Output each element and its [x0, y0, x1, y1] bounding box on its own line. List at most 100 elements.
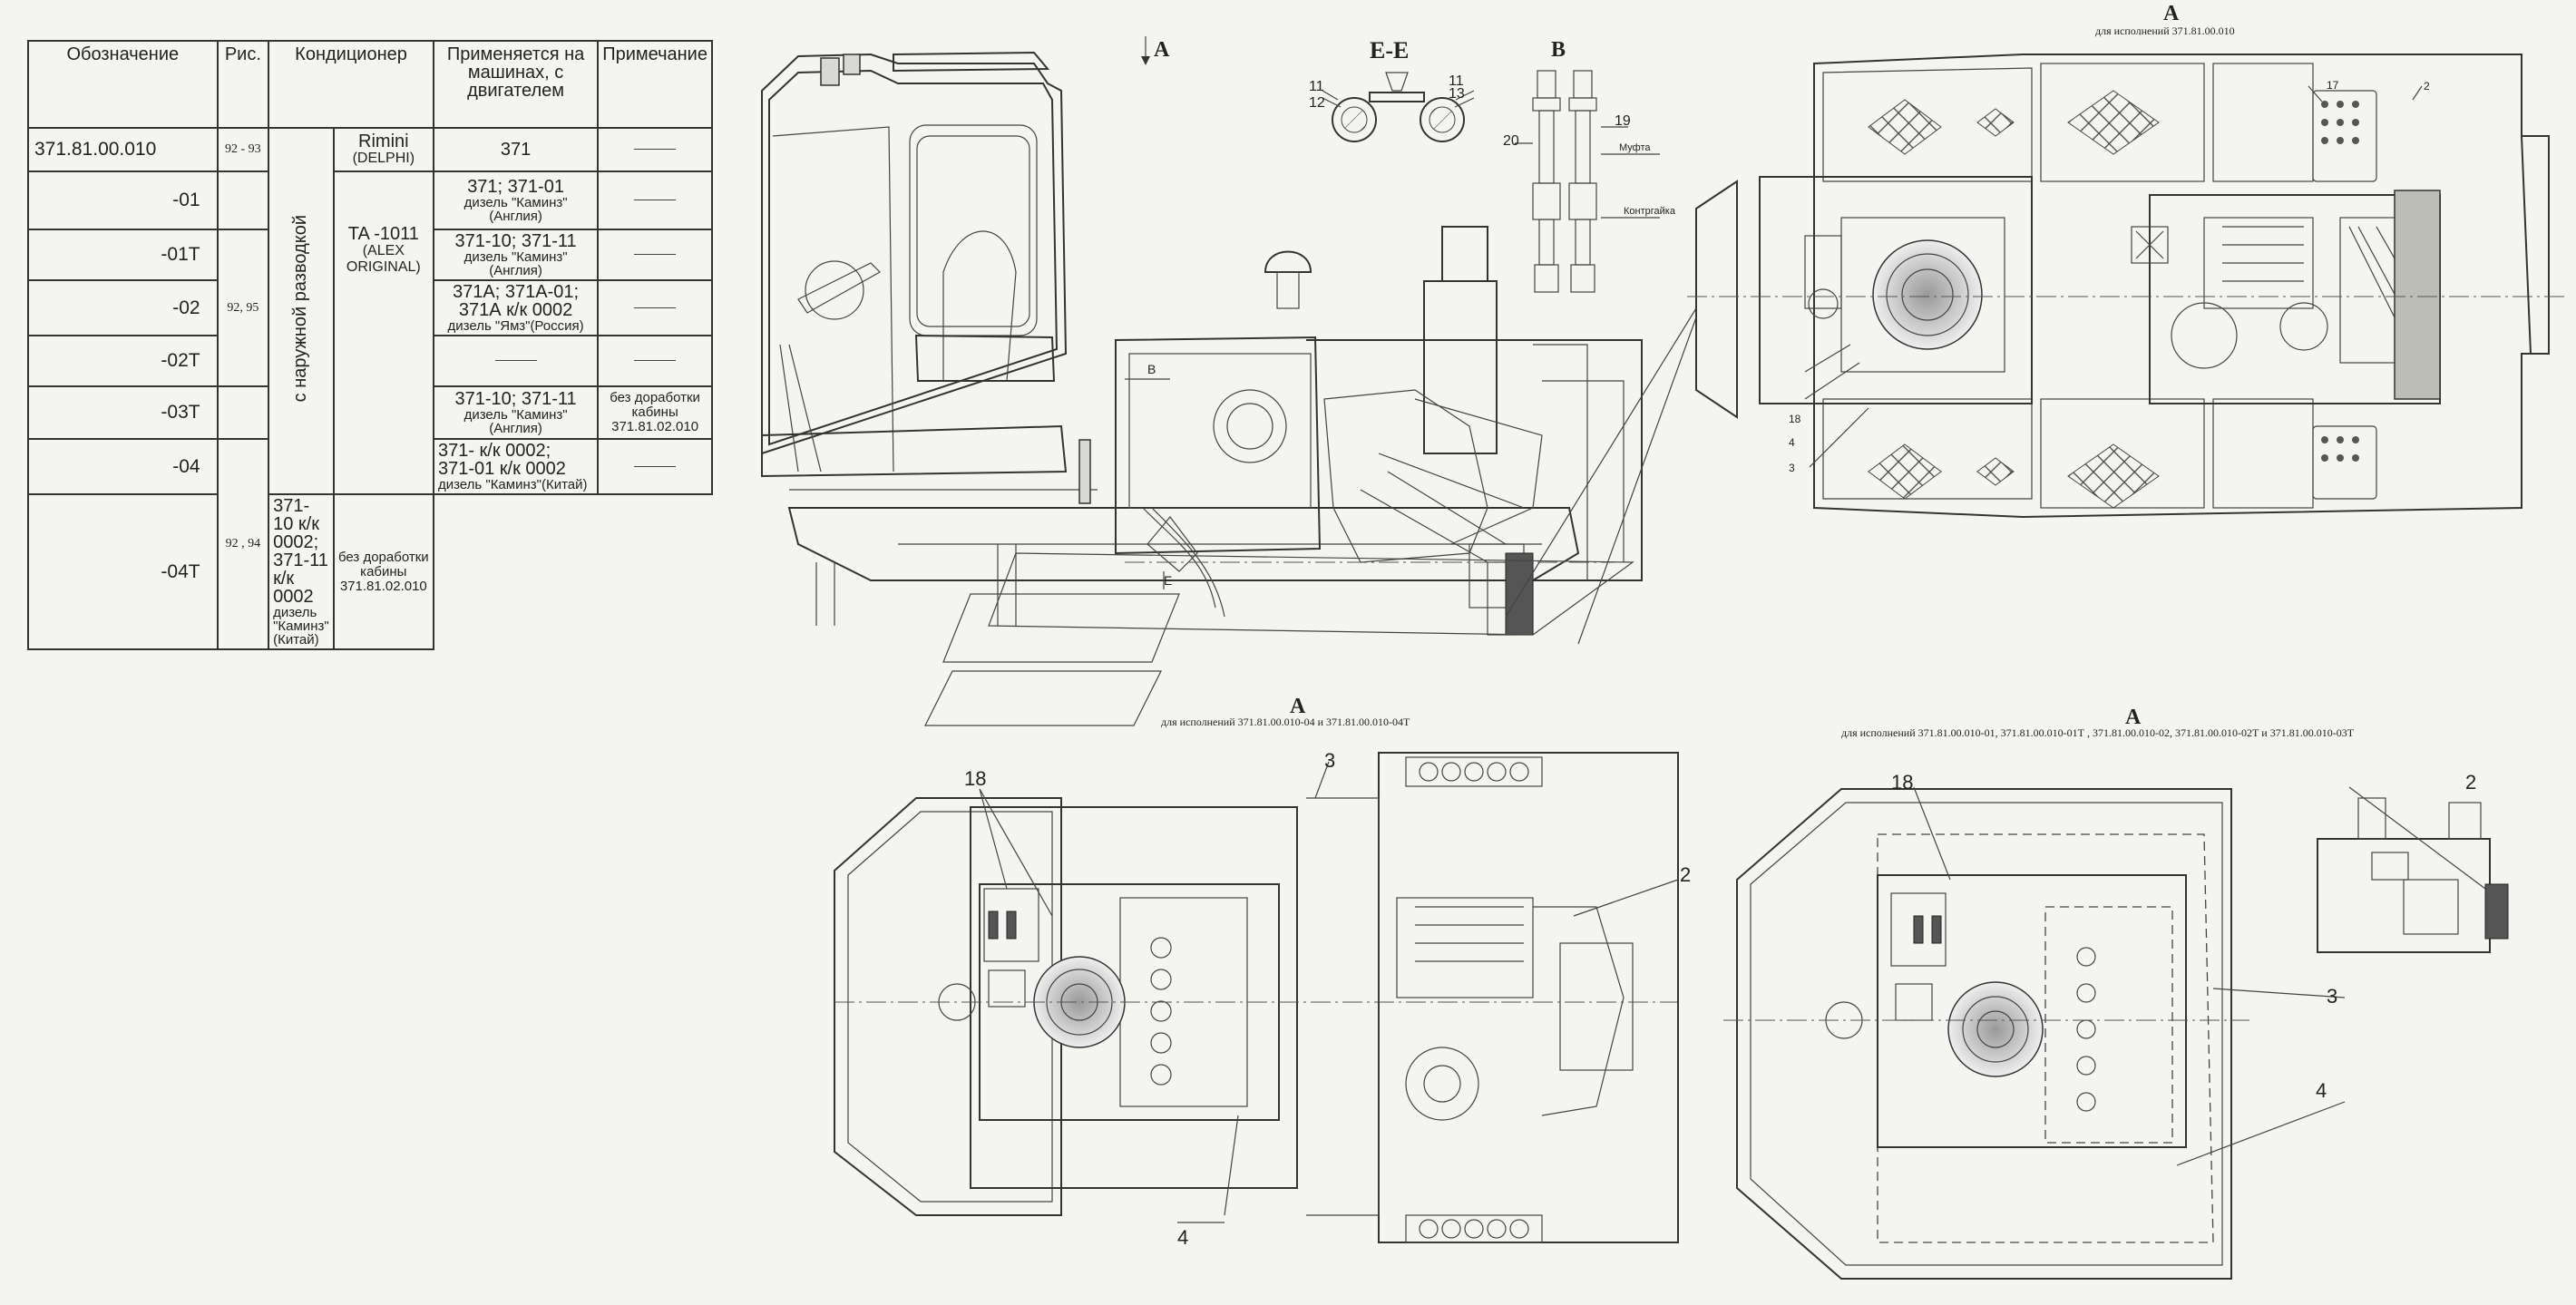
machines-cell: 371-10; 371-11 дизель "Каминз"(Англия)	[432, 385, 600, 440]
header-designation: Обозначение	[27, 40, 219, 129]
section-ee-title: Е-Е	[1370, 37, 1409, 63]
view-a2-title: А	[1290, 695, 1306, 718]
table-row: -01T 92, 95 371-10; 371-11 дизель "Камин…	[27, 229, 713, 387]
machines-line-1: 371-10 к/к 0002;	[273, 496, 319, 552]
group-cell: с наружной разводкой	[268, 127, 335, 495]
machines-line-2: дизель "Каминз"(Англия)	[463, 407, 568, 436]
dash-mark	[634, 149, 677, 151]
conditioner-sub: (ALEX ORIGINAL)	[346, 243, 421, 275]
view-a3-title: А	[2125, 706, 2142, 729]
callout-19: 19	[1615, 113, 1631, 129]
machines-cell: 371; 371-01 дизель "Каминз"(Англия)	[432, 170, 600, 230]
view-a-variant-04: А для исполнений 371.81.00.010-04 и 371.…	[834, 695, 1691, 1249]
note-cell	[597, 438, 713, 495]
designation-cell: -02T	[27, 335, 219, 387]
view-a2-subtitle: для исполнений 371.81.00.010-04 и 371.81…	[1161, 716, 1410, 728]
conditioner-sub: (DELPHI)	[352, 151, 415, 166]
machines-line-3: дизель "Каминз"(Китай)	[273, 605, 329, 648]
floor-plates	[924, 552, 1634, 726]
designation-cell: -04T	[27, 493, 219, 650]
header-note: Примечание	[597, 40, 713, 129]
view-a-variant-01-03: А для исполнений 371.81.00.010-01, 371.8…	[1723, 706, 2509, 1280]
note-cell: без доработки кабины 371.81.02.010	[597, 385, 713, 440]
figure-cell	[216, 170, 270, 230]
view-a1-subtitle: для исполнений 371.81.00.010	[2095, 24, 2235, 37]
figure-cell: 92 , 94	[216, 438, 270, 650]
table-row: -03T 371-10; 371-11 дизель "Каминз"(Англ…	[27, 385, 713, 440]
section-ee: Е-Е 11 12 11 13	[1309, 37, 1475, 142]
conditioner-main: Rimini	[358, 131, 409, 151]
machines-line-1: 371А; 371А-01;	[453, 282, 580, 302]
callout-4-a2: 4	[1177, 1226, 1188, 1249]
callout-20: 20	[1503, 133, 1519, 149]
machines-cell: 371А; 371А-01; 371А к/к 0002 дизель "Ямз…	[432, 279, 600, 336]
machines-line-2: 371-11 к/к 0002	[273, 550, 328, 607]
machines-line-1: 371-10; 371-11	[454, 231, 577, 251]
callout-4-a3: 4	[2316, 1079, 2327, 1102]
note-cell	[597, 279, 713, 336]
callout-2: 2	[2424, 80, 2430, 93]
machines-line-2: дизель "Каминз"(Англия)	[463, 249, 568, 278]
table-row: -04 92 , 94 371- к/к 0002; 371-01 к/к 00…	[27, 438, 713, 650]
figure-cell: 92, 95	[216, 229, 270, 387]
machines-cell: 371	[432, 127, 600, 172]
designation-cell: -01T	[27, 229, 219, 281]
designation-cell: -01	[27, 170, 219, 230]
machines-line-2: дизель "Каминз"(Англия)	[463, 195, 568, 224]
callout-4: 4	[1789, 436, 1795, 449]
callout-11b: 11	[1449, 73, 1464, 89]
view-b-fittings: В 19 Муфта Контргайка 20	[1503, 38, 1676, 293]
dash-mark	[494, 360, 537, 362]
note-cell	[597, 170, 713, 230]
conditioner-cell: Rimini (DELPHI)	[332, 127, 434, 172]
view-a3-subtitle: для исполнений 371.81.00.010-01, 371.81.…	[1841, 726, 2355, 739]
machines-line-3: дизель "Каминз"(Китай)	[437, 477, 588, 492]
machines-line-2: 371-01 к/к 0002	[437, 459, 566, 479]
view-arrow-b-label: В	[1147, 362, 1156, 376]
header-conditioner: Кондиционер	[268, 40, 434, 129]
table-row: -01 TA -1011 (ALEX ORIGINAL) 371; 371-01…	[27, 170, 713, 495]
callout-11: 11	[1309, 79, 1324, 94]
specification-table: Обозначение Рис. Кондиционер Применяется…	[27, 40, 713, 650]
callout-18-a3: 18	[1891, 771, 1913, 794]
note-cell	[597, 127, 713, 172]
machines-cell: 371-10 к/к 0002; 371-11 к/к 0002 дизель …	[268, 493, 335, 650]
figure-cell	[216, 385, 270, 440]
table-row: -02 371А; 371А-01; 371А к/к 0002 дизель …	[27, 279, 713, 336]
view-arrow-a-label: А	[1154, 38, 1170, 62]
note-cell: без доработки кабины 371.81.02.010	[332, 493, 434, 650]
callout-2-a3: 2	[2465, 771, 2476, 794]
conditioner-cell: TA -1011 (ALEX ORIGINAL)	[332, 170, 434, 495]
side-view: А В Е	[761, 36, 1643, 636]
label-locknut: Контргайка	[1624, 206, 1676, 217]
note-cell	[597, 229, 713, 281]
dash-mark	[634, 254, 677, 256]
view-b-title: В	[1551, 38, 1566, 62]
machines-line-2: 371А к/к 0002	[458, 300, 573, 320]
designation-cell: 371.81.00.010	[27, 127, 219, 172]
conditioner-main: TA -1011	[347, 224, 419, 244]
callout-3: 3	[1789, 462, 1795, 474]
dash-mark	[634, 360, 677, 362]
callout-18: 18	[1789, 413, 1801, 425]
machines-line-1: 371	[500, 140, 532, 160]
callout-12: 12	[1309, 95, 1325, 111]
callout-18-a2: 18	[964, 767, 986, 790]
header-figure: Рис.	[216, 40, 270, 129]
table-row: 371.81.00.010 92 - 93 с наружной разводк…	[27, 127, 713, 495]
table-row: -04T 371-10 к/к 0002; 371-11 к/к 0002 ди…	[27, 493, 712, 650]
designation-cell: -03T	[27, 385, 219, 440]
callout-17: 17	[2327, 79, 2339, 92]
designation-cell: -02	[27, 279, 219, 336]
callout-3-a2: 3	[1324, 749, 1335, 772]
machines-cell: 371- к/к 0002; 371-01 к/к 0002 дизель "К…	[432, 438, 600, 495]
machines-line-1: 371-10; 371-11	[454, 389, 577, 409]
designation-cell: -04	[27, 438, 219, 495]
label-coupling: Муфта	[1619, 142, 1651, 153]
section-e-mark: Е	[1164, 573, 1172, 588]
machines-line-1: 371; 371-01	[467, 177, 564, 197]
note-cell	[597, 335, 713, 387]
view-a1-title: А	[2163, 2, 2180, 25]
figure-cell: 92 - 93	[216, 127, 270, 172]
